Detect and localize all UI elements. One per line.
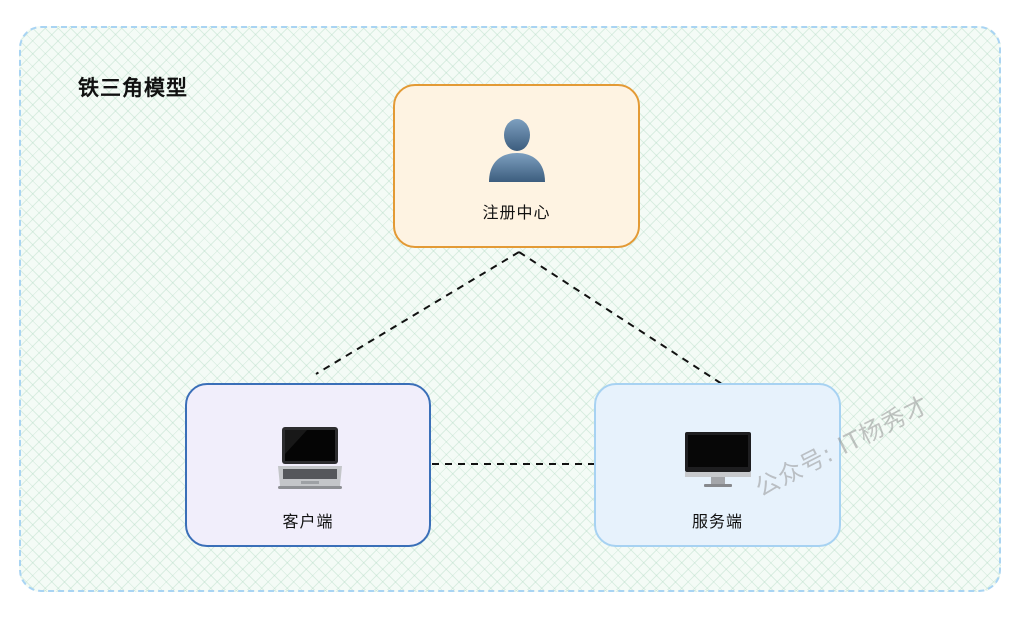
edge-registry-server bbox=[518, 251, 723, 385]
monitor-icon bbox=[685, 432, 751, 487]
client-node[interactable]: 客户端 bbox=[185, 383, 431, 547]
edge-registry-client bbox=[315, 251, 520, 375]
diagram-title: 铁三角模型 bbox=[78, 76, 188, 100]
person-icon bbox=[489, 119, 545, 182]
registry-label: 注册中心 bbox=[482, 203, 551, 222]
client-label: 客户端 bbox=[282, 512, 334, 531]
server-node[interactable]: 服务端 bbox=[594, 383, 841, 547]
laptop-icon bbox=[278, 427, 342, 489]
registry-node[interactable]: 注册中心 bbox=[393, 84, 640, 248]
server-label: 服务端 bbox=[691, 512, 743, 531]
